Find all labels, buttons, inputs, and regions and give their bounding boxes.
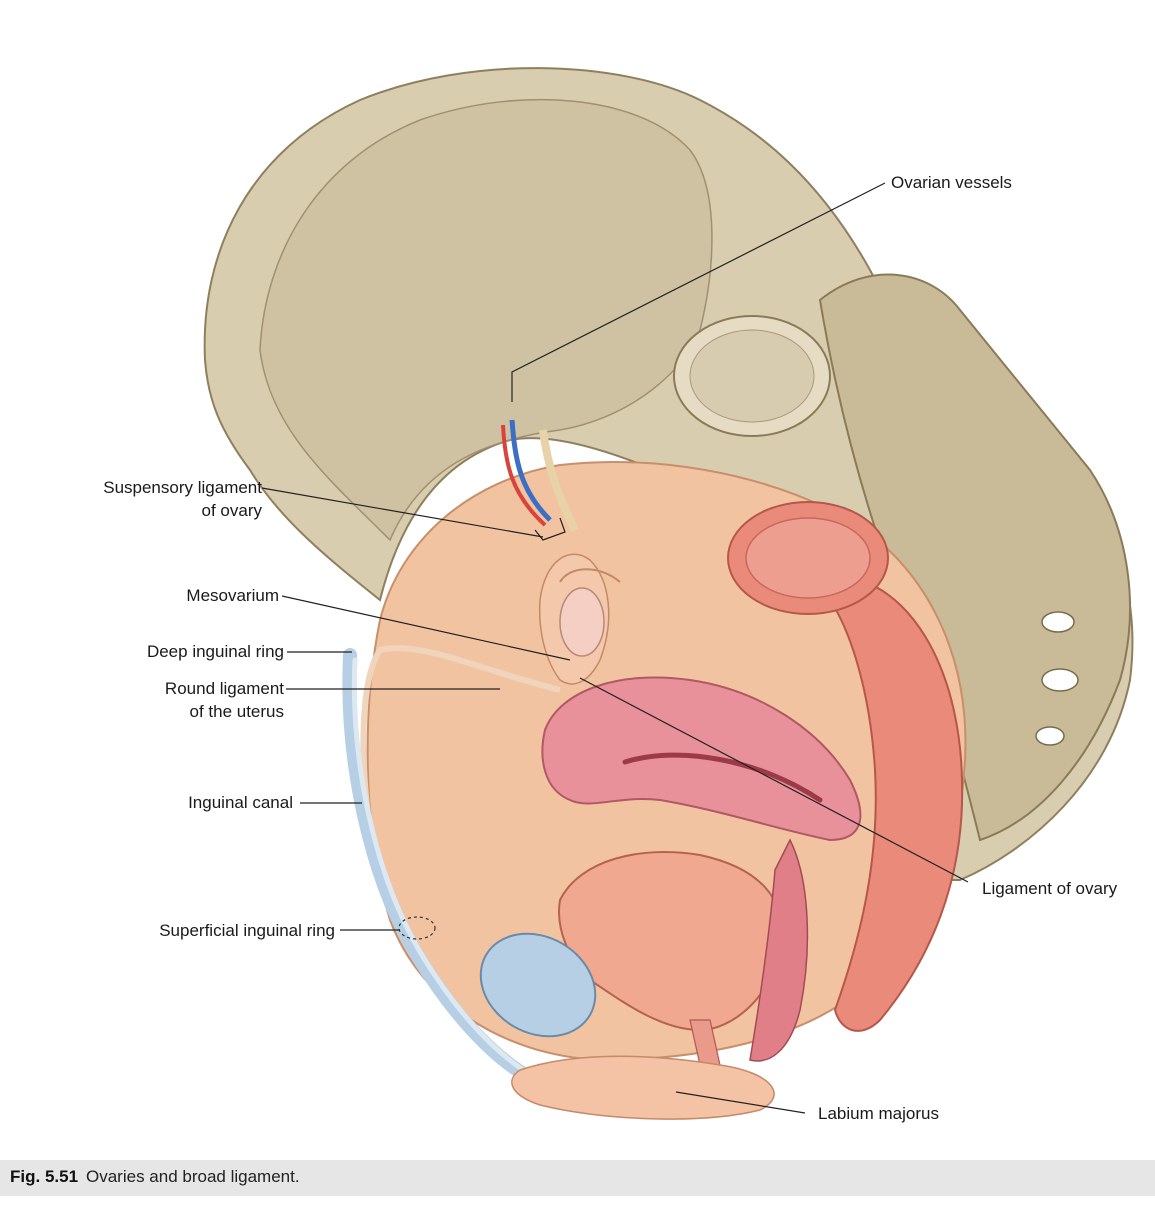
ovarian-artery [501,424,547,527]
ovary [559,587,605,657]
label-suspensory-ligament-line2: of ovary [201,501,262,520]
fimbriae [559,568,621,583]
label-ligament-of-ovary: Ligament of ovary [982,879,1118,898]
labium-majorus [511,1055,775,1120]
sacral-foramen [1035,726,1065,746]
caption-number: Fig. 5.51 [10,1167,79,1186]
vagina [749,838,809,1062]
leader-labium-majorus [675,1091,806,1114]
anatomy-illustration [203,67,1134,1120]
rectum-lumen [745,517,871,599]
ureter [539,429,579,532]
uterine-cavity [622,752,823,803]
ovarian-vein [509,419,552,522]
label-mesovarium: Mesovarium [186,586,279,605]
label-round-ligament-line2: of the uterus [189,702,284,721]
inguinal-canal [342,648,567,1097]
rectum [828,578,964,1032]
caption-text: Ovaries and broad ligament. [86,1167,300,1186]
leader-mesovarium [281,595,571,661]
leader-ovarian-vessels [511,182,886,402]
label-superficial-inguinal-ring: Superficial inguinal ring [159,921,335,940]
label-round-ligament-line1: Round ligament [164,679,284,698]
label-ovarian-vessels: Ovarian vessels [891,173,1012,192]
iliac-fossa [259,98,713,542]
pubic-symphysis [479,932,597,1038]
label-inguinal-canal: Inguinal canal [188,793,293,812]
round-ligament [360,645,561,831]
sacral-foramen [1041,611,1075,633]
sacral-foramen [1041,668,1079,692]
superficial-ring [398,916,436,940]
leader-suspensory-ligament [261,487,544,538]
leader-lines [261,182,969,1114]
label-labium-majorus: Labium majorus [818,1104,939,1123]
leader-ligament-of-ovary [579,677,969,883]
label-deep-inguinal-ring: Deep inguinal ring [146,642,284,661]
inguinal-canal-inner [351,657,563,1091]
leader-suspensory-bracket [534,517,566,541]
vertebral-body-inner [689,329,815,423]
figure-caption: Fig. 5.51 Ovaries and broad ligament. [0,1160,1155,1196]
label-suspensory-ligament-line1: Suspensory ligament [103,478,262,497]
